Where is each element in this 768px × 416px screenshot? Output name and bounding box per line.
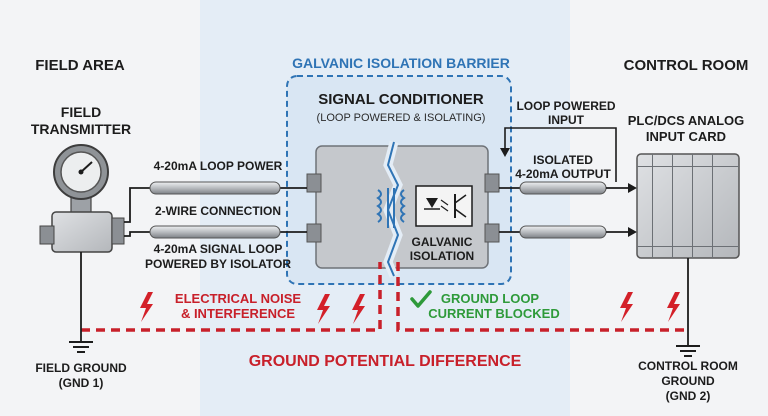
check-icon <box>410 290 432 308</box>
field-ground-label-1: FIELD GROUND <box>35 361 127 375</box>
two-wire-label: 2-WIRE CONNECTION <box>155 204 281 218</box>
noise-label-1: ELECTRICAL NOISE <box>175 291 301 306</box>
conditioner-subtitle: (LOOP POWERED & ISOLATING) <box>317 112 486 124</box>
arrow-down-icon <box>500 148 510 157</box>
control-ground-icon <box>676 345 700 357</box>
arrow-right-icon-2 <box>628 227 637 237</box>
signal-loop-cable <box>149 225 281 239</box>
field-ground-icon <box>69 341 93 353</box>
signal-loop-label-2: POWERED BY ISOLATOR <box>145 257 291 271</box>
loop-power-label: 4-20mA LOOP POWER <box>154 159 283 173</box>
noise-label-2: & INTERFERENCE <box>181 306 295 321</box>
control-ground-label-2: GROUND <box>661 374 715 388</box>
field-area-zone <box>0 0 200 416</box>
field-transmitter <box>39 144 125 253</box>
ground-difference-label: GROUND POTENTIAL DIFFERENCE <box>249 353 522 370</box>
lightning-icon <box>667 292 680 322</box>
control-ground-label-3: (GND 2) <box>666 389 711 403</box>
loop-powered-input-line <box>504 127 617 182</box>
lightning-icon <box>317 294 330 324</box>
lightning-icon <box>140 292 153 322</box>
blocked-label-1: GROUND LOOP <box>441 291 540 306</box>
field-area-title: FIELD AREA <box>35 57 125 74</box>
lightning-icons <box>140 292 680 324</box>
plc-input-card <box>636 153 740 259</box>
transmitter-label-1: FIELD <box>61 104 101 120</box>
signal-loop-label-1: 4-20mA SIGNAL LOOP <box>154 242 283 256</box>
isolated-output-label-2: 4-20mA OUTPUT <box>515 167 611 181</box>
galvanic-isolation-label-2: ISOLATION <box>410 249 474 263</box>
conditioner-title: SIGNAL CONDITIONER <box>318 91 484 108</box>
blocked-label-2: CURRENT BLOCKED <box>428 306 559 321</box>
plc-label-2: INPUT CARD <box>646 129 726 144</box>
conditioner-terminal-right-bottom <box>484 223 500 243</box>
galvanic-isolation-label-1: GALVANIC <box>412 235 473 249</box>
ground-loop-path <box>81 262 688 332</box>
field-ground-label-2: (GND 1) <box>59 376 104 390</box>
loop-power-cable <box>149 181 281 195</box>
loop-powered-input-label-1: LOOP POWERED <box>516 99 615 113</box>
loop-powered-input-label-2: INPUT <box>548 113 585 127</box>
isolated-output-cable <box>519 181 607 195</box>
control-room-title: CONTROL ROOM <box>624 57 749 74</box>
lightning-icon <box>352 294 365 324</box>
return-cable <box>519 225 607 239</box>
transmitter-label-2: TRANSMITTER <box>31 121 131 137</box>
conditioner-terminal-right-top <box>484 173 500 193</box>
arrow-right-icon <box>628 183 637 193</box>
lightning-icon <box>620 292 633 322</box>
field-wiring <box>124 187 307 237</box>
optocoupler-icon <box>415 185 473 227</box>
conditioner-terminal-left-top <box>306 173 322 193</box>
transformer-icon <box>376 188 406 228</box>
control-ground-label-1: CONTROL ROOM <box>638 359 738 373</box>
isolated-output-label-1: ISOLATED <box>533 153 593 167</box>
barrier-title: GALVANIC ISOLATION BARRIER <box>292 55 510 71</box>
conditioner-terminal-left-bottom <box>306 223 322 243</box>
plc-label-1: PLC/DCS ANALOG <box>628 113 745 128</box>
